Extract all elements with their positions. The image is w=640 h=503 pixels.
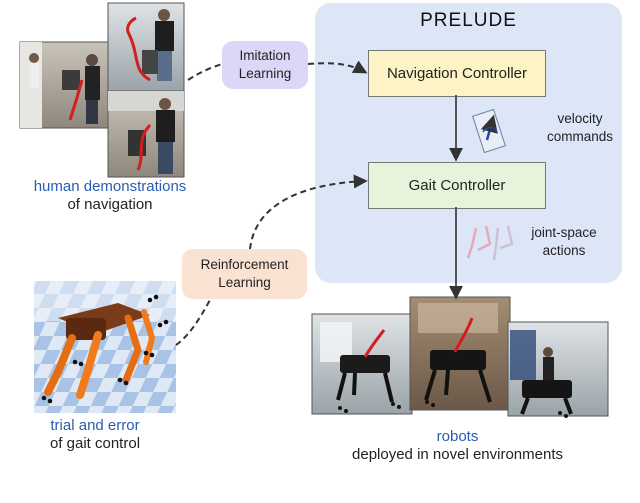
prelude-panel xyxy=(315,3,622,283)
reinforcement-line-2: Learning xyxy=(218,275,271,290)
navigation-controller-label: Navigation Controller xyxy=(386,65,528,82)
robots-title: robots xyxy=(436,428,479,445)
trial-and-error-sub: of gait control xyxy=(49,435,141,452)
robot-photo-2 xyxy=(409,296,511,411)
gait-controller-box: Gait Controller xyxy=(368,162,546,209)
joint-line-2: actions xyxy=(542,243,586,258)
robots-sub: deployed in novel environments xyxy=(352,446,563,463)
trial-and-error-title: trial and error xyxy=(50,417,140,434)
robots-caption: robots deployed in novel environments xyxy=(300,428,615,464)
navigation-controller-box: Navigation Controller xyxy=(368,50,546,97)
sim-to-rl-arrow xyxy=(175,299,211,346)
reinforcement-learning-pill: Reinforcement Learning xyxy=(182,249,307,299)
human-demonstrations-caption: human demonstrations of navigation xyxy=(0,178,220,214)
robot-photo-3 xyxy=(507,321,609,417)
robot-photo-1 xyxy=(311,313,413,415)
simulation-render xyxy=(34,281,176,413)
gait-controller-label: Gait Controller xyxy=(408,177,506,194)
human-demo-photo-2 xyxy=(107,2,185,92)
trial-and-error-caption: trial and error of gait control xyxy=(10,417,180,453)
imitation-line-2: Learning xyxy=(238,66,292,81)
velocity-commands-label: velocity commands xyxy=(540,110,620,146)
velocity-command-icon xyxy=(472,108,506,154)
robot-footprints xyxy=(338,400,568,418)
panel-title: PRELUDE xyxy=(420,10,517,31)
demo-to-il-arrow xyxy=(187,63,223,81)
joint-line-1: joint-space xyxy=(531,225,597,240)
human-demonstrations-title: human demonstrations xyxy=(33,178,187,195)
joint-space-action-icon xyxy=(466,225,514,261)
imitation-line-1: Imitation xyxy=(239,48,291,63)
velocity-line-2: commands xyxy=(546,129,614,144)
human-demo-photo-1 xyxy=(19,41,109,129)
imitation-learning-pill: Imitation Learning xyxy=(222,41,308,89)
joint-space-actions-label: joint-space actions xyxy=(524,224,604,260)
rl-to-gait-arrow xyxy=(249,174,368,250)
velocity-line-1: velocity xyxy=(557,111,603,126)
human-demo-photo-3 xyxy=(107,90,185,178)
il-to-nav-arrow xyxy=(307,60,368,74)
human-demonstrations-sub: of navigation xyxy=(67,196,153,213)
reinforcement-line-1: Reinforcement xyxy=(200,257,289,272)
